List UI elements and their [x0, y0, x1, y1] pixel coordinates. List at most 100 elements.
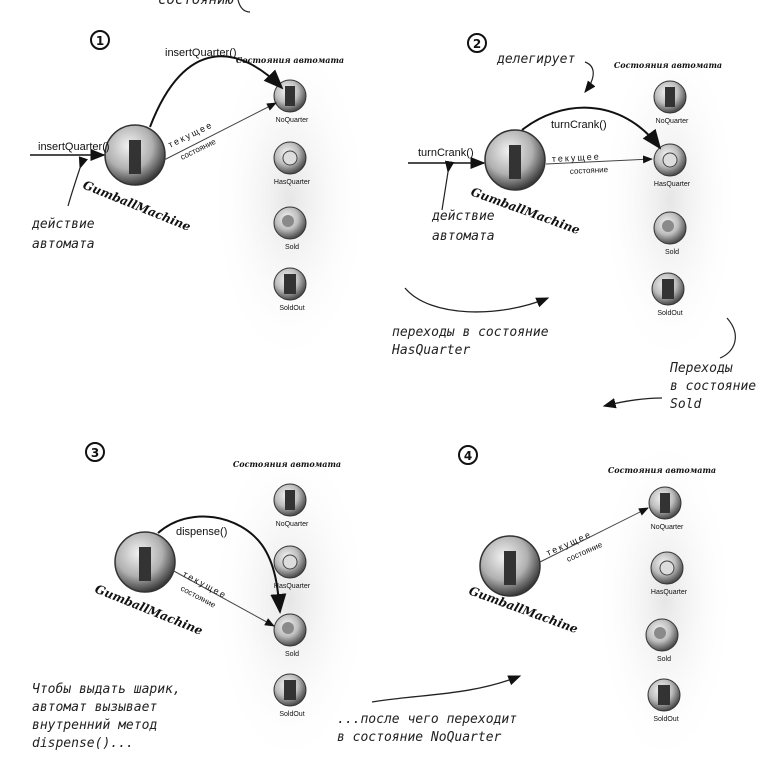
state-label: HasQuarter: [651, 589, 688, 596]
panel-4-state-hasquarter: HasQuarter: [650, 551, 688, 596]
panel-2-trans-sold-line1: Переходы: [669, 361, 733, 376]
gumball-icon: [662, 220, 674, 232]
state-label: HasQuarter: [274, 179, 311, 186]
panel-4-state-noquarter: NoQuarter: [648, 486, 684, 531]
machine-stand-icon: [129, 140, 141, 174]
panel-3-states-header: Состояния автомата: [233, 459, 341, 469]
state-label: SoldOut: [279, 711, 304, 718]
panel-2-state-noquarter: NoQuarter: [653, 80, 689, 125]
state-cloud-2: [600, 30, 740, 370]
panel-2-call-over: turnCrank(): [551, 119, 607, 131]
panel-4-state-soldout: SoldOut: [647, 678, 681, 723]
machine-stand-icon: [139, 547, 151, 581]
quarter-coin-icon: [282, 150, 298, 166]
panel-1-note-line1: действие: [31, 217, 95, 232]
panel-2-delegates: делегирует: [496, 52, 575, 67]
panel-2-trans-hq-line1: переходы в состояние: [392, 325, 549, 340]
state-label: Sold: [285, 651, 299, 658]
panel-3-note-line3: внутренний метод: [32, 718, 157, 733]
panel-2-number-badge: [467, 33, 487, 53]
panel-4-states-header: Состояния автомата: [608, 465, 716, 475]
panel-2-delegate-arrow: [521, 106, 662, 150]
panel-2-note-line2: автомата: [432, 229, 495, 244]
panel-2-state-sold: Sold: [653, 211, 687, 256]
panel-3-number: 3: [91, 446, 99, 460]
panel-3-delegate-arrow: [157, 515, 287, 614]
panel-2-trans-sold-line3: Sold: [670, 397, 701, 412]
quarter-coin-icon: [662, 152, 678, 168]
panel-3-state-noquarter: NoQuarter: [273, 483, 309, 528]
state-label: SoldOut: [279, 305, 304, 312]
panel-2-state-soldout: SoldOut: [651, 272, 685, 317]
mini-gumball-icon: [285, 490, 295, 510]
panel-1-states-header: Состояния автомата: [236, 55, 344, 65]
panel-2-state-hasquarter: HasQuarter: [653, 143, 691, 188]
state-label: Sold: [657, 656, 671, 663]
state-label: NoQuarter: [276, 117, 309, 124]
machine-stand-icon: [509, 145, 521, 179]
panel-2-states-header: Состояния автомата: [614, 60, 722, 70]
panel-3-current-arrow: [171, 569, 275, 627]
panel-1-number-badge: [90, 30, 110, 50]
panel-1-note-arrow: [67, 156, 88, 207]
quarter-coin-icon: [282, 554, 298, 570]
panel-3-gumball-machine: GumballMachine: [93, 531, 205, 638]
panel-3-state-hasquarter: HasQuarter: [273, 545, 311, 590]
state-cloud-4: [595, 430, 735, 762]
panel-1-current-arrow: [163, 102, 277, 161]
panel-1-delegate-arrow: [149, 55, 284, 128]
state-cloud-1: [210, 30, 370, 370]
state-label: HasQuarter: [654, 181, 691, 188]
top-caption-stroke: [237, 0, 251, 13]
panel-1-call-in: insertQuarter(): [38, 141, 110, 153]
panel-4-number: 4: [464, 449, 472, 463]
mini-gumball-icon: [665, 87, 675, 107]
state-label: Sold: [285, 244, 299, 251]
state-label: SoldOut: [653, 716, 678, 723]
empty-machine-icon: [284, 274, 296, 294]
panel-3-note-line1: Чтобы выдать шарик,: [32, 682, 181, 697]
state-label: SoldOut: [657, 310, 682, 317]
quarter-coin-icon: [659, 560, 675, 576]
panel-4-number-badge: [458, 445, 478, 465]
empty-machine-icon: [284, 680, 296, 700]
panel-3-note-line4: dispense()...: [32, 736, 134, 751]
panel-1-number: 1: [96, 34, 104, 48]
state-label: HasQuarter: [274, 583, 311, 590]
panel-4-note-arrow: [371, 675, 522, 703]
panel-2-current-sub: состояние: [570, 165, 609, 176]
panel-2-current-arrow: [545, 155, 653, 165]
panel-4-note-line2: в состояние NoQuarter: [337, 730, 502, 745]
gumball-icon: [654, 627, 666, 639]
panel-4: 4 Состояния автомата NoQuarter HasQuarte…: [337, 445, 716, 745]
panel-2-call-in: turnCrank(): [418, 147, 474, 159]
panel-2-hq-arrow: [404, 287, 550, 313]
panel-1-state-hasquarter: HasQuarter: [273, 141, 311, 186]
panel-4-current-arrow: [539, 507, 649, 563]
panel-3-number-badge: [85, 442, 105, 462]
panel-2-delegates-arrow: [584, 61, 596, 93]
state-label: NoQuarter: [276, 521, 309, 528]
state-label: NoQuarter: [651, 524, 684, 531]
panel-2-sold-bracket: [719, 317, 736, 359]
gumball-icon: [282, 215, 294, 227]
panel-3-note-line2: автомат вызывает: [32, 700, 157, 715]
panel-2-current-label: текущее: [552, 151, 601, 164]
empty-machine-icon: [662, 279, 674, 299]
panel-1-note-line2: автомата: [32, 237, 95, 252]
panel-1-call-over: insertQuarter(): [165, 47, 237, 59]
mini-gumball-icon: [660, 493, 670, 513]
empty-machine-icon: [658, 685, 670, 705]
panel-2-sold-arrow: [602, 397, 663, 409]
panel-3-state-soldout: SoldOut: [273, 673, 307, 718]
gumball-icon: [282, 622, 294, 634]
state-cloud-3: [210, 430, 370, 762]
panel-3-state-sold: Sold: [273, 613, 307, 658]
panel-2-trans-sold-line2: в состояние: [670, 379, 756, 394]
panel-1-state-sold: Sold: [273, 206, 307, 251]
panel-2-number: 2: [473, 37, 481, 51]
panel-4-note-line1: ...после чего переходит: [337, 712, 517, 727]
mini-gumball-icon: [285, 86, 295, 106]
state-label: NoQuarter: [656, 118, 689, 125]
